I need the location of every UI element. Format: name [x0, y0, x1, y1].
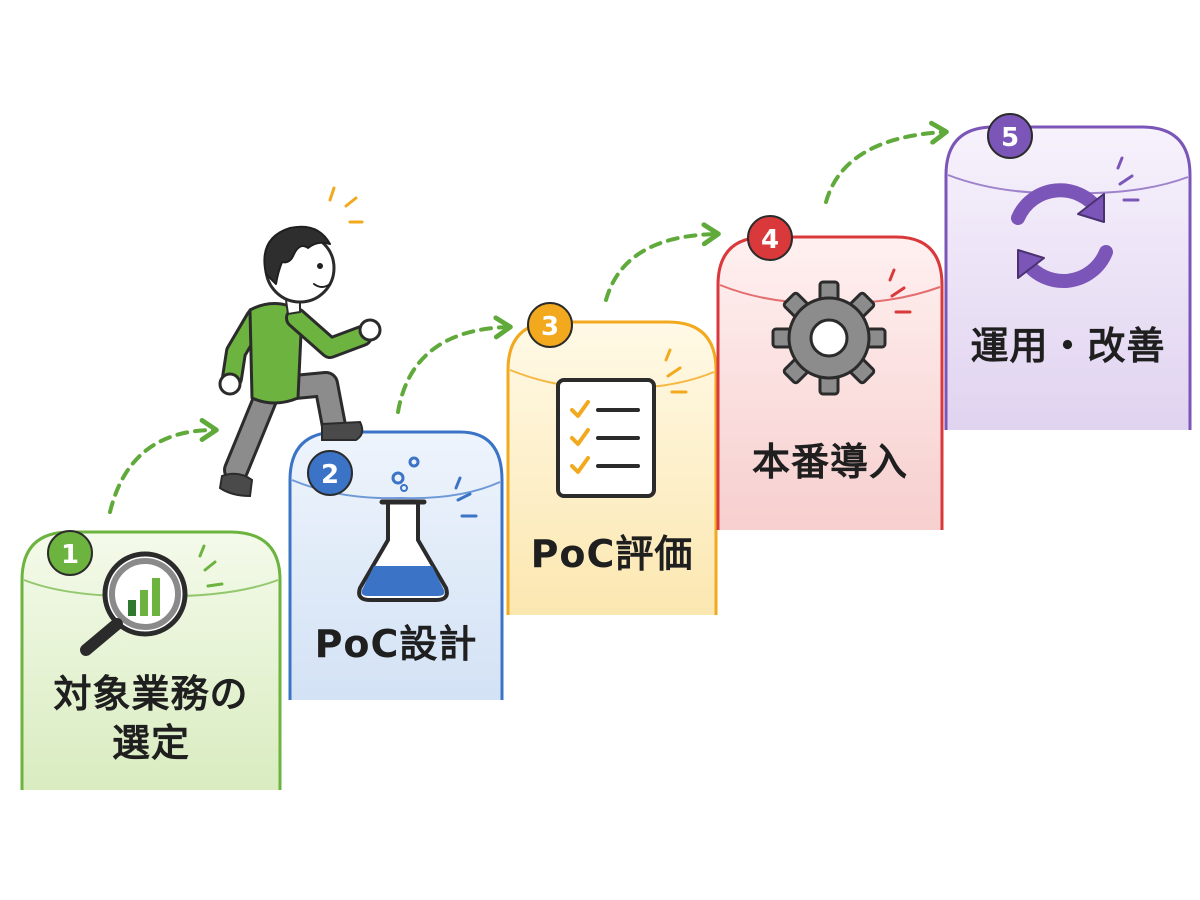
step-4-label: 本番導入	[718, 438, 942, 487]
step-1-label: 対象業務の 選定	[22, 670, 280, 769]
cycle-arrows-icon	[1011, 156, 1140, 289]
magnifier-chart-icon	[80, 544, 224, 656]
step-1-badge: 1	[47, 530, 93, 576]
step-1-block	[20, 530, 282, 790]
step-3: 3	[506, 302, 718, 615]
step-4-badge: 4	[747, 215, 793, 261]
svg-text:4: 4	[761, 225, 779, 255]
step-2-badge: 2	[307, 450, 353, 496]
step-1: 1	[20, 530, 282, 790]
step-5: 5	[944, 113, 1192, 430]
arrow-4-to-5	[824, 120, 949, 204]
step-1-label-line-2: 選定	[111, 721, 190, 766]
svg-text:3: 3	[541, 312, 559, 342]
arrow-1-to-2	[108, 418, 219, 514]
step-5-label: 運用・改善	[946, 322, 1190, 371]
step-1-label-line-1: 対象業務の	[53, 672, 249, 716]
step-3-label: PoC評価	[508, 530, 716, 579]
step-4-label-line-1: 本番導入	[751, 440, 908, 484]
arrow-2-to-3	[396, 315, 513, 414]
arrow-3-to-4	[604, 222, 721, 302]
step-3-badge: 3	[527, 302, 573, 348]
checklist-icon	[556, 348, 688, 498]
progress-arrows	[108, 120, 949, 514]
step-2-label: PoC設計	[290, 620, 502, 669]
flask-icon	[357, 456, 478, 602]
step-3-label-line-1: PoC評価	[530, 532, 694, 576]
svg-text:2: 2	[321, 460, 339, 490]
climbing-person-icon	[218, 186, 382, 498]
svg-text:1: 1	[61, 540, 79, 570]
svg-text:5: 5	[1001, 123, 1019, 153]
gear-icon	[771, 268, 912, 396]
step-4: 4	[716, 215, 944, 530]
step-5-label-line-1: 運用・改善	[970, 324, 1166, 368]
step-2-label-line-1: PoC設計	[314, 622, 478, 666]
step-5-badge: 5	[987, 113, 1033, 159]
step-2: 2	[288, 430, 504, 700]
